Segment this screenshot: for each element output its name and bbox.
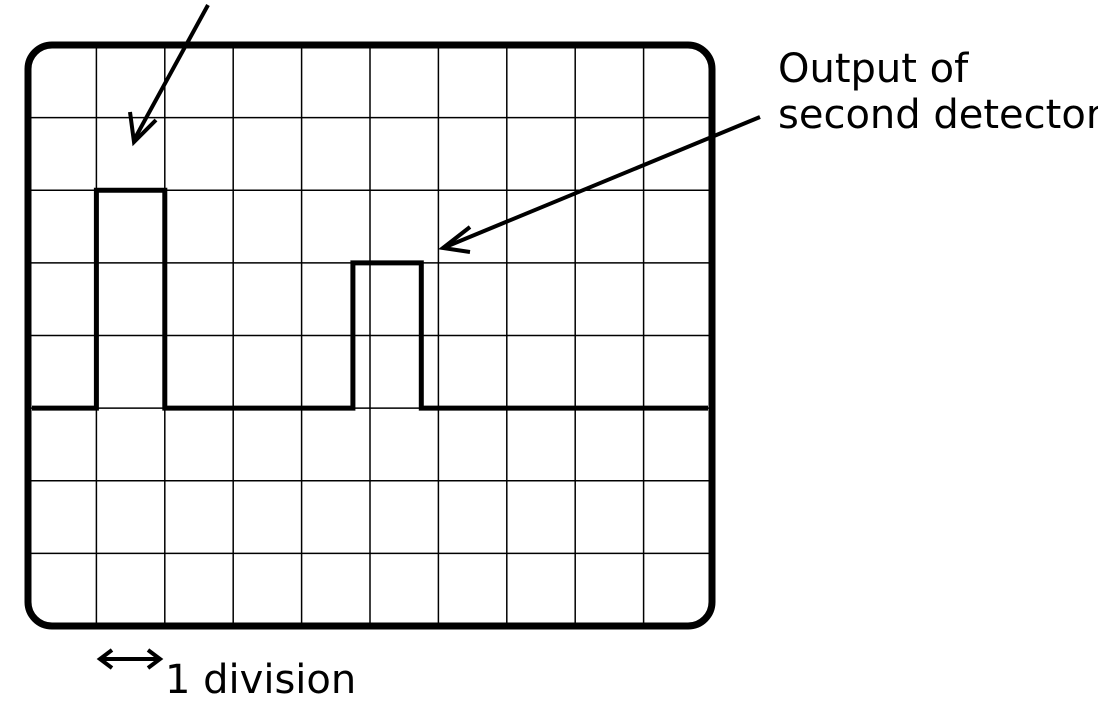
second-detector-arrow [438,115,761,254]
division-label: 1 division [165,657,356,703]
signal-trace [32,187,708,411]
division-indicator [96,648,164,670]
oscilloscope-screen [24,41,716,630]
graticule-grid [28,45,712,626]
first-pulse-arrow [128,4,210,147]
second-detector-label: Output of second detector [778,46,1098,138]
second-detector-label-line1: Output of [778,46,969,92]
second-detector-label-line2: second detector [778,92,1098,138]
